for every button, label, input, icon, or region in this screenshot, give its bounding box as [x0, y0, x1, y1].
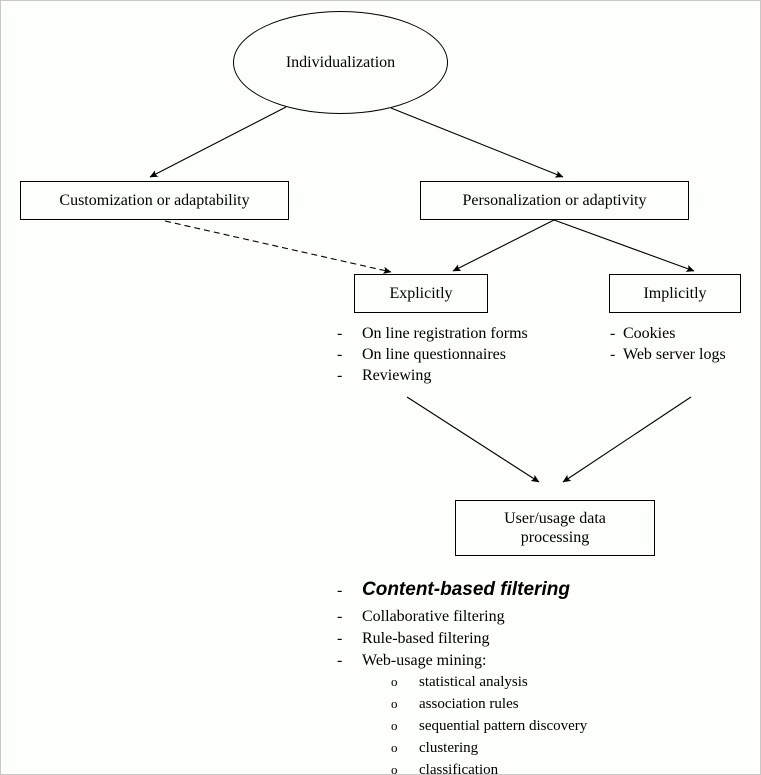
bullet-marker-circle: o [391, 718, 398, 733]
node-personalization[interactable]: Personalization or adaptivity [420, 181, 689, 220]
sub-list-item-label: clustering [419, 740, 479, 756]
list-item: - Rule-based filtering [337, 628, 570, 650]
bullet-marker: - [610, 325, 616, 342]
sub-list-item: o statistical analysis [391, 671, 587, 693]
edge-personalization-to-explicitly [452, 219, 555, 272]
sub-list-item: o association rules [391, 693, 587, 715]
list-item: - On line questionnaires [337, 344, 528, 365]
bullet-marker: - [337, 652, 343, 669]
list-item: - Web-usage mining: [337, 650, 570, 672]
list-item: - Reviewing [337, 365, 528, 386]
bullet-marker: - [337, 325, 343, 342]
node-customization[interactable]: Customization or adaptability [20, 181, 289, 220]
node-implicitly-label: Implicitly [643, 285, 707, 302]
bullet-marker: - [610, 346, 616, 363]
list-web-usage-mining: o statistical analysis o association rul… [391, 671, 587, 775]
list-item-label: Reviewing [362, 367, 432, 384]
list-item: - On line registration forms [337, 323, 528, 344]
list-item-label: Web server logs [623, 346, 726, 363]
list-item-label: Cookies [623, 325, 676, 342]
list-item: - Collaborative filtering [337, 606, 570, 628]
list-item-content-based-filtering: - Content-based filtering [337, 575, 570, 606]
list-item: - Web server logs [610, 344, 726, 365]
sub-list-item-label: classification [419, 762, 499, 775]
list-filtering-methods: - Content-based filtering - Collaborativ… [337, 575, 570, 672]
edge-implicit-to-processing [562, 396, 692, 483]
edge-personalization-to-implicitly [553, 219, 695, 272]
node-implicitly[interactable]: Implicitly [609, 274, 741, 313]
list-item-label: Web-usage mining: [362, 652, 487, 669]
node-explicitly[interactable]: Explicitly [354, 274, 488, 313]
sub-list-item: o classification [391, 759, 587, 775]
sub-list-item: o sequential pattern discovery [391, 715, 587, 737]
edge-customization-to-explicitly [164, 220, 392, 274]
sub-list-item: o clustering [391, 737, 587, 759]
list-item: - Cookies [610, 323, 726, 344]
bullet-marker-circle: o [391, 696, 398, 711]
edge-root-to-personalization [390, 107, 564, 178]
bullet-marker: - [337, 582, 343, 599]
bullet-marker: - [337, 608, 343, 625]
edge-root-to-customization [149, 106, 287, 178]
node-individualization[interactable]: Individualization [233, 11, 448, 114]
node-personalization-label: Personalization or adaptivity [462, 192, 647, 209]
bullet-marker: - [337, 630, 343, 647]
sub-list-item-label: association rules [419, 696, 519, 712]
sub-list-item-label: sequential pattern discovery [419, 718, 588, 734]
node-processing-label: User/usage data processing [504, 510, 606, 546]
bullet-marker-circle: o [391, 740, 398, 755]
sub-list-item-label: statistical analysis [419, 674, 528, 690]
list-item-label: Content-based filtering [362, 579, 570, 600]
list-implicit-methods: - Cookies - Web server logs [610, 323, 726, 365]
bullet-marker-circle: o [391, 762, 398, 775]
list-item-label: Rule-based filtering [362, 630, 490, 647]
bullet-marker: - [337, 346, 343, 363]
node-user-usage-data-processing[interactable]: User/usage data processing [455, 500, 655, 556]
bullet-marker: - [337, 367, 343, 384]
node-individualization-label: Individualization [285, 54, 396, 71]
node-explicitly-label: Explicitly [389, 285, 453, 302]
list-explicit-methods: - On line registration forms - On line q… [337, 323, 528, 386]
bullet-marker-circle: o [391, 674, 398, 689]
list-item-label: On line registration forms [362, 325, 528, 342]
list-item-label: On line questionnaires [362, 346, 506, 363]
list-item-label: Collaborative filtering [362, 608, 505, 625]
edge-explicit-to-processing [406, 396, 540, 483]
node-customization-label: Customization or adaptability [59, 192, 250, 209]
